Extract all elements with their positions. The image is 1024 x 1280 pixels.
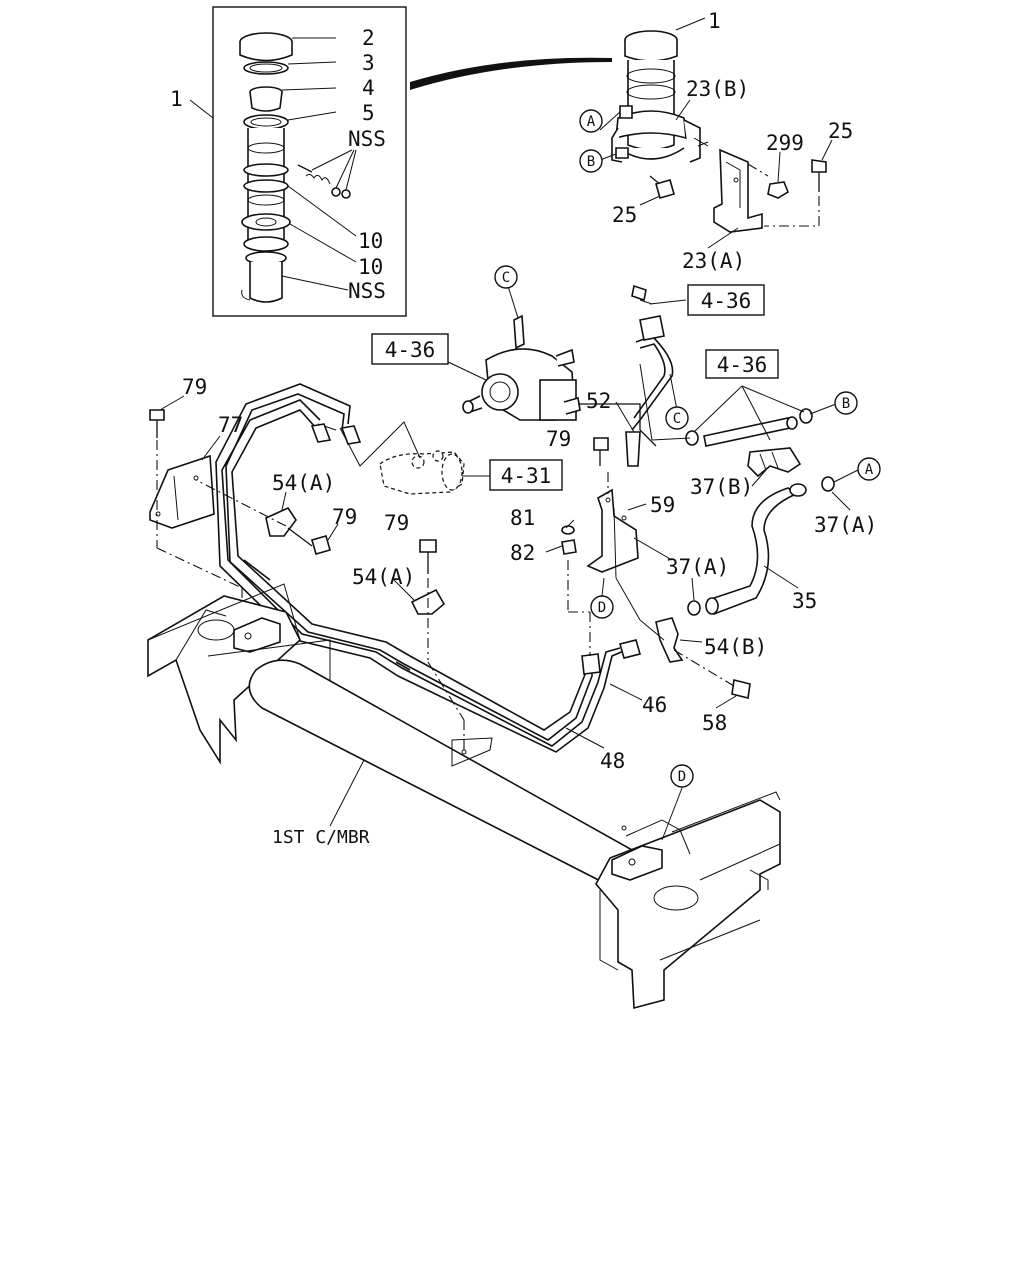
- callout-48: 48: [600, 749, 625, 773]
- callout-299: 299: [766, 131, 804, 155]
- callout-79-mid: 79: [332, 505, 357, 529]
- svg-text:B: B: [842, 396, 850, 412]
- callout-54a-left: 54(A): [272, 471, 335, 495]
- leader-48: [565, 727, 605, 749]
- callout-82: 82: [510, 541, 535, 565]
- callout-23a: 23(A): [682, 249, 745, 273]
- vehicle-frame: [147, 583, 781, 1010]
- reservoir-exploded-inset: [189, 6, 407, 317]
- svg-text:C: C: [502, 270, 510, 286]
- callout-10-a: 10: [358, 229, 383, 253]
- callout-37a-mid: 37(A): [666, 555, 729, 579]
- leader-37a-right: [831, 491, 851, 511]
- callout-4: 4: [362, 76, 375, 100]
- callout-10-b: 10: [358, 255, 383, 279]
- callout-37a-right: 37(A): [814, 513, 877, 537]
- callout-nss-bottom: NSS: [348, 279, 386, 303]
- callout-59: 59: [650, 493, 675, 517]
- callout-23b: 23(B): [686, 77, 749, 101]
- leader-37b: [751, 469, 767, 487]
- callout-37b: 37(B): [690, 475, 753, 499]
- leader-54b: [679, 639, 703, 643]
- ref-4-36-hose: 4-36: [717, 353, 768, 377]
- connector-a-tank: [579, 109, 603, 133]
- ref-4-31: 4-31: [501, 464, 552, 488]
- leader-a-hose: [833, 469, 859, 483]
- leader-37a-mid: [691, 577, 695, 601]
- exploded-view-arrow: [410, 57, 612, 90]
- callout-52: 52: [586, 389, 611, 413]
- connector-c-pump: [494, 265, 518, 289]
- pressure-return-pipes: [215, 315, 751, 753]
- connector-b-hose: [834, 391, 858, 415]
- svg-text:D: D: [678, 769, 686, 785]
- callout-81: 81: [510, 506, 535, 530]
- callout-77: 77: [218, 413, 243, 437]
- callout-35: 35: [792, 589, 817, 613]
- power-steering-pump: [462, 285, 657, 447]
- leader-d-bracket: [601, 577, 605, 597]
- callout-79-pump: 79: [546, 427, 571, 451]
- svg-text:D: D: [598, 600, 606, 616]
- svg-text:A: A: [865, 462, 874, 478]
- fitting-4-36-top: [631, 284, 647, 302]
- ref-box-4-36-top: [687, 284, 765, 316]
- leader-59: [627, 503, 647, 511]
- ref-box-4-36-hose: [705, 349, 779, 379]
- leader-a-tank: [599, 111, 621, 131]
- connector-d-frame: [670, 764, 694, 788]
- callout-58: 58: [702, 711, 727, 735]
- ref-4-36-top: 4-36: [701, 289, 752, 313]
- leader-4-36-pump: [443, 359, 487, 381]
- leader-d-frame: [661, 787, 683, 841]
- pipe-bracket-77: [149, 395, 609, 752]
- svg-text:B: B: [587, 154, 595, 170]
- connector-a-hose: [857, 457, 881, 481]
- connector-d-bracket: [590, 595, 614, 619]
- callout-3: 3: [362, 51, 375, 75]
- callout-1-tank: 1: [708, 9, 721, 33]
- inset-frame: [212, 6, 407, 317]
- leader-b-tank: [599, 153, 617, 161]
- callout-54b: 54(B): [704, 635, 767, 659]
- connector-c-pipe: [665, 406, 689, 430]
- leader-c-pipe: [669, 373, 678, 411]
- connector-b-tank: [579, 149, 603, 173]
- callout-54a-center: 54(A): [352, 565, 415, 589]
- leader-4-36-top: [649, 299, 687, 305]
- leader-52: [615, 401, 635, 433]
- return-hose: [639, 363, 835, 616]
- reservoir-tank-assembly: [611, 17, 833, 249]
- ref-box-4-31: [489, 459, 563, 491]
- callout-79-center: 79: [384, 511, 409, 535]
- leader-b-hose: [809, 403, 837, 415]
- callout-46: 46: [642, 693, 667, 717]
- ref-4-36-pump: 4-36: [385, 338, 436, 362]
- leader-58: [715, 695, 737, 709]
- first-cross-member-label: 1ST C/MBR: [272, 827, 370, 848]
- callout-25-left: 25: [612, 203, 637, 227]
- callout-1-inset: 1: [170, 87, 183, 111]
- svg-text:C: C: [673, 411, 681, 427]
- callout-2: 2: [362, 26, 375, 50]
- ref-box-4-36-pump: [371, 333, 449, 365]
- svg-text:A: A: [587, 114, 596, 130]
- leader-35: [763, 565, 799, 589]
- callout-5: 5: [362, 101, 375, 125]
- callout-nss-top: NSS: [348, 127, 386, 151]
- callout-25-right: 25: [828, 119, 853, 143]
- callout-79-left: 79: [182, 375, 207, 399]
- pipe-bracket-59: [545, 472, 673, 656]
- leader-46: [609, 683, 643, 701]
